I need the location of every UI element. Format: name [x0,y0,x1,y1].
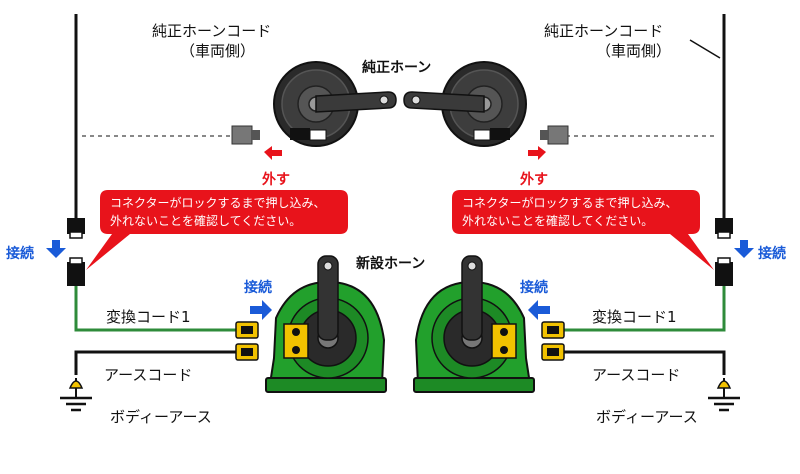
left-body-ground-label: ボディーアース [110,408,212,426]
right-ground-cord-label: アースコード [592,366,680,384]
right-stock-horn [403,61,527,147]
left-connect-arrow-right [250,300,272,320]
left-connect-label-vertical: 接続 [6,245,34,262]
left-conversion-wire [74,286,240,332]
right-body-ground-icon [706,376,742,412]
left-ground-wire [74,350,240,375]
left-note-bubble: コネクターがロックするまで押し込み、 外れないことを確認してください。 [86,190,348,270]
right-conversion-cord-label: 変換コード1 [592,308,677,326]
left-ground-terminal [235,343,259,361]
right-conversion-wire [560,286,726,332]
left-body-ground-icon [58,376,94,412]
left-vehicle-side-label: （車両側） [180,42,255,60]
right-new-horn [413,255,535,393]
stock-horn-label: 純正ホーン [362,59,431,76]
new-horn-label: 新設ホーン [356,255,425,272]
right-note-bubble: コネクターがロックするまで押し込み、 外れないことを確認してください。 [452,190,714,270]
right-note-line2: 外れないことを確認してください。 [462,213,653,228]
right-connect-label-vertical: 接続 [758,245,786,262]
left-new-horn [265,255,387,393]
right-vehicle-connector [715,218,733,239]
right-conversion-connector [715,257,733,286]
left-connect-label: 接続 [244,279,272,296]
left-stock-cord-label: 純正ホーンコード [152,22,271,40]
right-connect-arrow-left [528,300,550,320]
left-connect-arrow-down [46,240,66,258]
left-remove-label: 外す [262,171,290,188]
left-remove-arrow [264,146,282,160]
right-body-ground-label: ボディーアース [596,408,698,426]
left-conversion-cord-label: 変換コード1 [106,308,191,326]
left-removed-connector [231,125,260,145]
right-note-line1: コネクターがロックするまで押し込み、 [462,195,678,210]
right-connect-arrow-down [734,240,754,258]
right-cord-pointer [689,39,721,59]
left-conversion-connector [67,257,85,286]
right-ground-terminal [541,343,565,361]
left-note-line2: 外れないことを確認してください。 [110,213,301,228]
right-connect-label: 接続 [520,279,548,296]
right-ground-wire [560,350,726,375]
right-remove-arrow [528,146,546,160]
left-stock-horn [273,61,397,147]
right-stock-cord-label: 純正ホーンコード [544,22,663,40]
right-removed-connector [540,125,569,145]
left-conversion-terminal [235,321,259,339]
right-remove-label: 外す [520,171,548,188]
right-vehicle-side-label: （車両側） [596,42,671,60]
left-note-line1: コネクターがロックするまで押し込み、 [110,195,326,210]
left-vehicle-connector [67,218,85,239]
left-ground-cord-label: アースコード [104,366,192,384]
right-conversion-terminal [541,321,565,339]
